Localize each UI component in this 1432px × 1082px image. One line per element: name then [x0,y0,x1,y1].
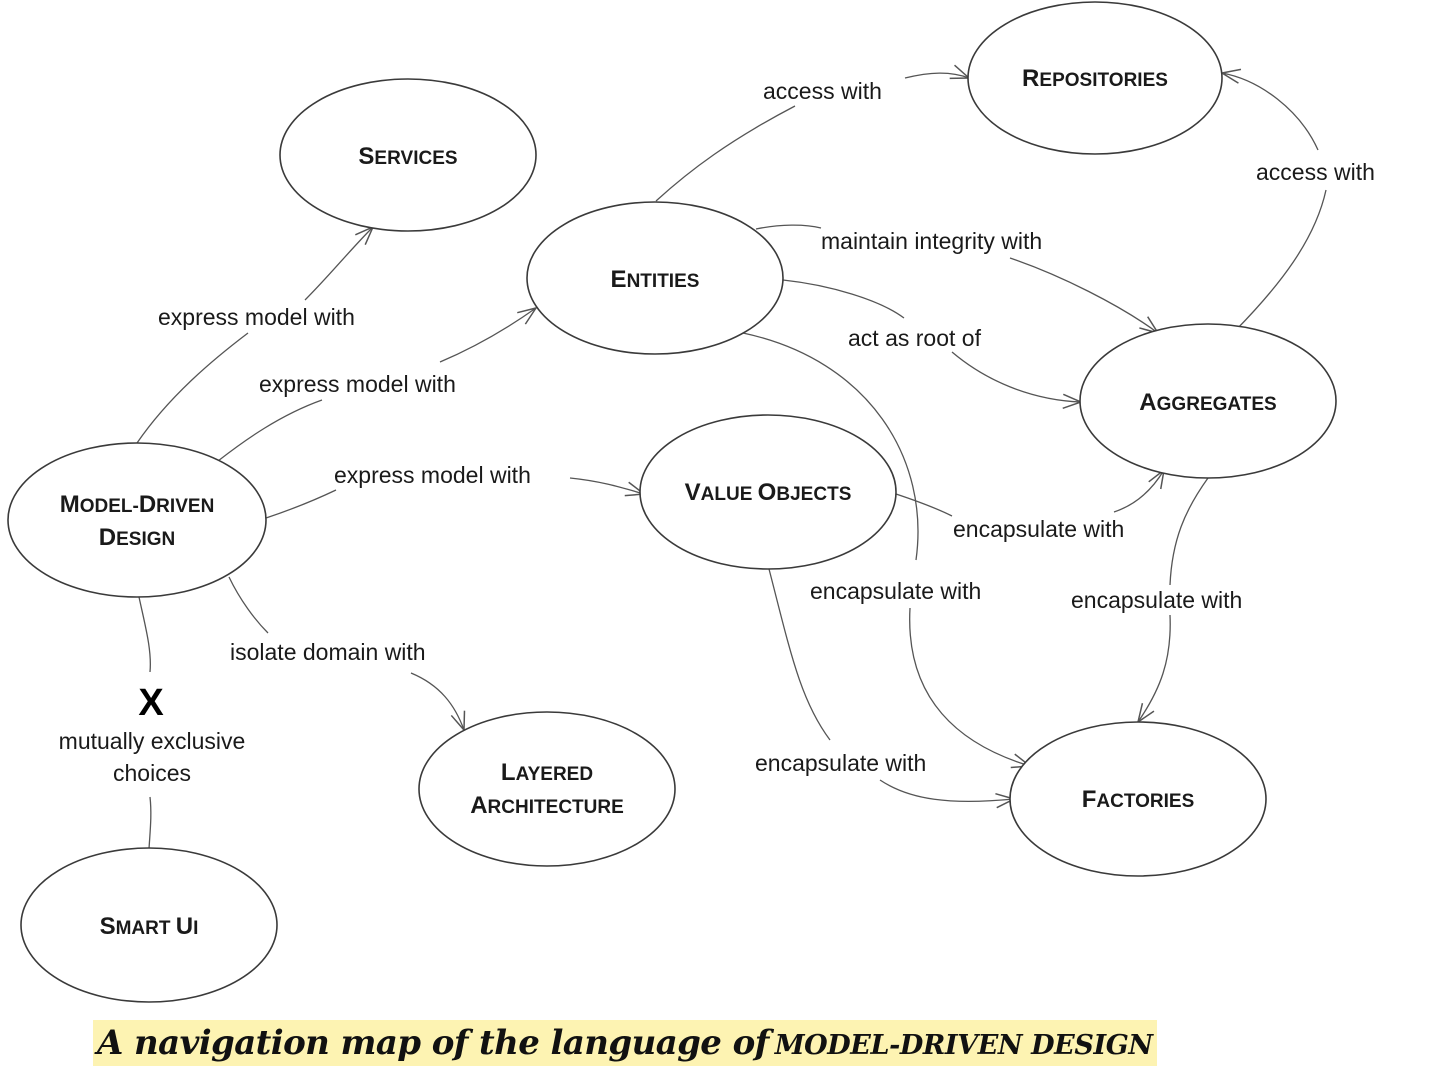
edge-valueobjects-factories-arrow [879,779,1014,801]
edge-label-aggregates-factories: encapsulate with [1071,587,1242,613]
mutually-exclusive-label-line-1: mutually exclusive [59,728,246,754]
edge-label-mdd-services: express model with [158,304,355,330]
edge-entities-aggregates-maintain-arrow [1009,257,1158,333]
node-aggregates-label: AGGREGATES [1139,389,1276,416]
edge-label-valueobjects-aggregates: encapsulate with [953,516,1124,542]
edge-mdd-layered [228,576,269,634]
node-model-driven-design-label-line-1: MODEL-DRIVEN [60,491,215,518]
edge-mdd-smartui-upper [138,596,151,673]
edge-entities-aggregates-maintain [755,224,822,230]
caption-term-text: MODEL-DRIVEN DESIGN [774,1030,1153,1061]
edge-mdd-entities-arrow [439,308,536,363]
edge-label-mdd-layered: isolate domain with [230,639,426,665]
edge-mdd-valueobjects-arrow [569,477,644,494]
node-value-objects-label: VALUE OBJECTS [685,479,852,506]
edge-aggregates-factories-arrow [1138,614,1171,722]
navigation-map-diagram: express model with express model with ex… [7,1,1375,1003]
edge-label-aggregates-repositories: access with [1256,159,1375,185]
edge-label-mdd-entities: express model with [259,371,456,397]
edge-entities-aggregates-root-arrow [951,351,1081,402]
edge-label-entities-repositories: access with [763,78,882,104]
edge-mdd-layered-arrow [410,672,464,730]
node-factories: FACTORIES [1009,721,1267,877]
node-services: SERVICES [279,78,537,232]
node-repositories-label: REPOSITORIES [1022,65,1168,92]
node-value-objects: VALUE OBJECTS [639,414,897,570]
node-model-driven-design-label-line-2: DESIGN [99,524,176,551]
node-smart-ui-label: SMART UI [100,913,199,940]
node-layered-architecture-label-line-2: ARCHITECTURE [470,792,624,819]
edge-label-entities-factories: encapsulate with [810,578,981,604]
edge-mdd-services-arrow [304,227,373,301]
node-smart-ui: SMART UI [20,847,278,1003]
edge-entities-aggregates-root [782,279,905,319]
edge-aggregates-repositories [1235,189,1327,331]
edge-aggregates-repositories-arrow [1222,73,1319,151]
edge-label-entities-aggregates-maintain: maintain integrity with [821,228,1042,254]
node-entities-label: ENTITIES [611,266,700,293]
edge-valueobjects-aggregates [895,493,953,517]
edge-mdd-smartui-lower [148,796,152,850]
mutually-exclusive-x-mark: X [138,682,164,724]
edge-mdd-services [136,332,249,444]
node-services-label: SERVICES [358,143,457,170]
edge-label-entities-aggregates-root: act as root of [848,325,982,351]
edge-label-mdd-valueobjects: express model with [334,462,531,488]
edge-mdd-valueobjects [265,489,337,519]
node-aggregates: AGGREGATES [1079,323,1337,479]
node-layered-architecture: LAYERED ARCHITECTURE [418,711,676,867]
edge-entities-repositories [655,105,796,202]
edge-entities-repositories-arrow [904,73,969,78]
node-layered-architecture-label-line-1: LAYERED [501,759,593,786]
caption-main-text: A navigation map of the language of [97,1023,769,1063]
edge-valueobjects-factories [768,568,831,741]
edge-label-valueobjects-factories: encapsulate with [755,750,926,776]
node-model-driven-design: MODEL-DRIVEN DESIGN [7,442,267,598]
node-factories-label: FACTORIES [1082,786,1195,813]
edge-valueobjects-aggregates-arrow [1113,470,1164,513]
node-entities: ENTITIES [526,201,784,355]
edge-mdd-entities [217,399,323,462]
edge-entities-factories [742,332,1030,766]
node-repositories: REPOSITORIES [967,1,1223,155]
mutually-exclusive-label-line-2: choices [113,760,191,786]
edge-aggregates-factories [1169,477,1209,586]
